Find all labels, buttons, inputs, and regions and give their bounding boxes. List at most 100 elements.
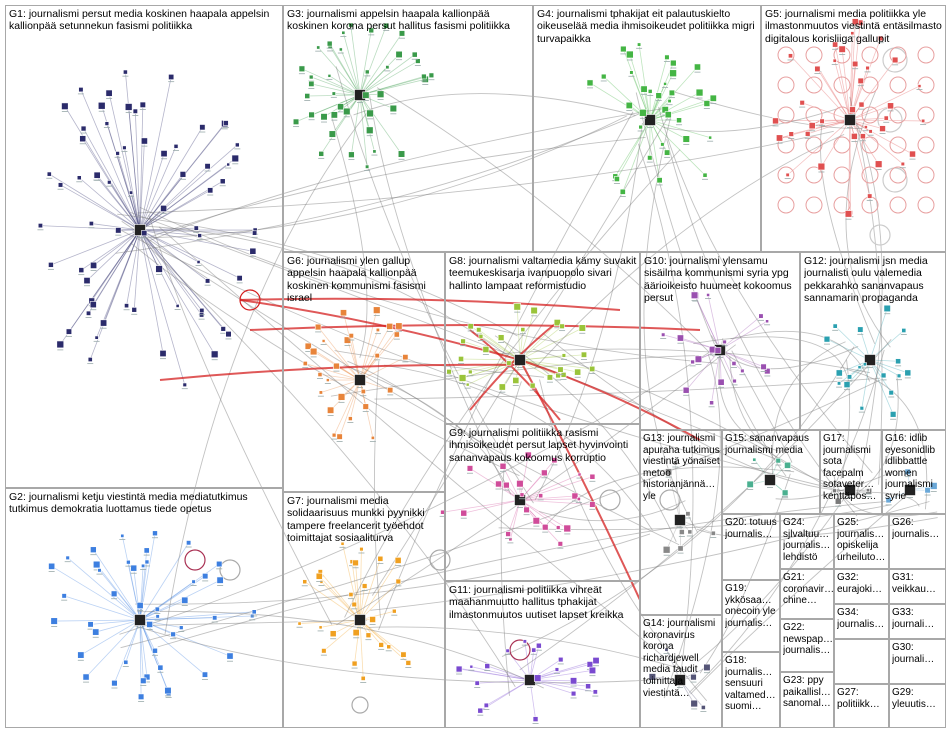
- network-edge: [849, 21, 856, 121]
- network-node: [835, 369, 843, 377]
- network-edge: [68, 229, 141, 332]
- network-self-loop: [184, 549, 206, 571]
- network-node: [137, 693, 145, 700]
- network-edge: [139, 619, 231, 657]
- network-node: [336, 433, 343, 440]
- network-edge: [834, 325, 871, 361]
- network-edge: [643, 114, 699, 533]
- network-node: [832, 323, 838, 329]
- group-label-g14: G14: journalismi koronavirus korona rich…: [643, 618, 716, 699]
- network-node: [586, 79, 594, 87]
- network-edge: [330, 355, 699, 397]
- network-edge: [95, 619, 141, 633]
- network-edge: [139, 229, 253, 252]
- network-node: [589, 501, 596, 508]
- network-self-loop: [777, 76, 795, 94]
- network-edge: [370, 501, 930, 611]
- network-edge: [133, 229, 141, 310]
- network-self-loop: [889, 166, 907, 184]
- network-node: [732, 378, 737, 384]
- network-hub-node: [904, 484, 916, 496]
- network-node: [320, 113, 328, 121]
- network-edge: [321, 581, 361, 621]
- network-node: [378, 642, 384, 648]
- network-edge: [849, 22, 861, 121]
- network-edge: [139, 229, 224, 330]
- network-edge: [342, 543, 361, 621]
- network-node: [857, 326, 864, 333]
- network-edge: [311, 83, 361, 96]
- network-node: [124, 303, 129, 309]
- network-node: [330, 111, 338, 119]
- network-node: [318, 625, 323, 630]
- network-node: [904, 369, 912, 377]
- group-box-g12: [800, 252, 946, 430]
- group-box-g7: [283, 492, 445, 728]
- network-edge: [500, 381, 522, 696]
- network-edge: [869, 308, 888, 361]
- network-edge: [103, 229, 141, 324]
- network-node: [694, 355, 703, 363]
- network-edge: [106, 123, 141, 231]
- network-edge: [120, 379, 880, 649]
- network-edge: [616, 119, 651, 180]
- network-edge: [351, 561, 361, 621]
- network-node: [626, 50, 634, 59]
- network-node: [775, 457, 781, 464]
- network-edge: [378, 111, 634, 631]
- network-edge: [359, 560, 399, 621]
- network-self-loop: [429, 549, 451, 571]
- network-node: [578, 324, 586, 332]
- network-node: [364, 69, 370, 75]
- network-node: [368, 27, 375, 34]
- network-node: [343, 107, 351, 116]
- network-edge: [92, 229, 141, 305]
- network-edge: [790, 55, 851, 121]
- network-edge: [139, 615, 253, 621]
- network-edge: [856, 123, 883, 496]
- network-hub-node: [674, 514, 686, 526]
- network-node: [495, 480, 502, 488]
- network-edge: [164, 111, 369, 634]
- group-box-g20: [722, 514, 780, 580]
- network-node: [764, 367, 771, 375]
- network-edge: [59, 229, 141, 345]
- network-node: [48, 562, 56, 570]
- group-label-g31: G31: veikkau…: [892, 572, 936, 595]
- network-node: [327, 406, 335, 414]
- group-box-g6: [283, 252, 445, 492]
- network-edge: [134, 111, 141, 231]
- network-node: [398, 30, 406, 37]
- network-edge: [359, 356, 406, 381]
- network-node: [110, 590, 118, 598]
- network-node: [569, 677, 578, 685]
- network-self-loop: [805, 196, 823, 214]
- network-node: [709, 94, 717, 102]
- network-edge: [139, 229, 240, 279]
- network-edge: [339, 379, 361, 437]
- network-node: [302, 579, 308, 585]
- network-node: [904, 468, 911, 475]
- network-edge: [115, 109, 649, 254]
- network-edge: [861, 359, 871, 409]
- network-edge: [480, 336, 521, 361]
- network-node: [202, 573, 209, 580]
- network-node: [50, 617, 58, 625]
- network-node: [788, 131, 794, 137]
- network-node: [664, 54, 670, 60]
- network-node: [476, 327, 482, 333]
- network-edge: [719, 349, 768, 372]
- network-edge: [719, 349, 764, 368]
- network-edge: [350, 25, 361, 96]
- network-node: [132, 108, 138, 114]
- network-node: [123, 659, 129, 665]
- network-node: [316, 45, 321, 50]
- network-node: [553, 319, 561, 327]
- network-self-loop: [659, 489, 681, 511]
- network-node: [676, 117, 682, 124]
- network-node: [592, 657, 600, 665]
- network-edge: [477, 679, 531, 684]
- network-edge: [108, 182, 141, 231]
- network-edge: [64, 106, 141, 231]
- network-edge: [54, 619, 141, 622]
